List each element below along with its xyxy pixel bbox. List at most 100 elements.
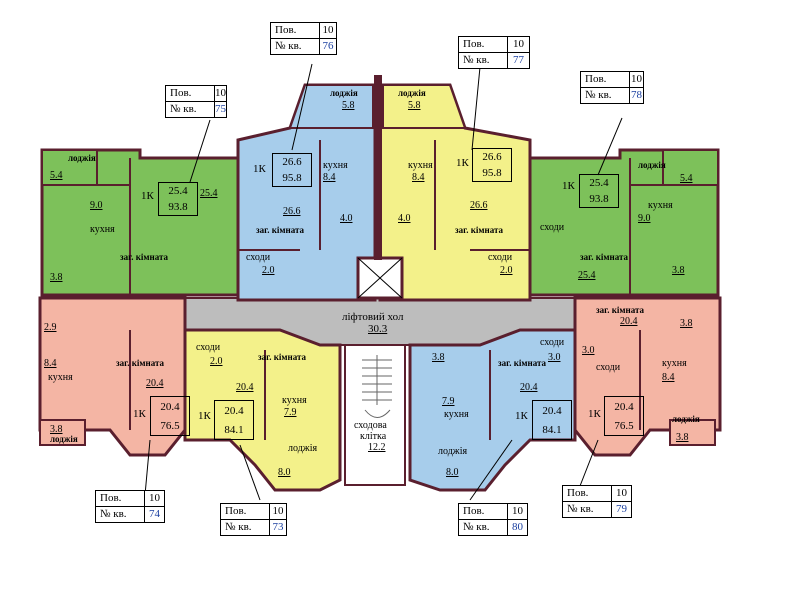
apt-74-living-label: заг. кімната — [116, 358, 164, 368]
total-area: 76.5 — [614, 419, 634, 432]
floor-label: Пов. — [96, 491, 145, 506]
apt-79-kitchen-area: 8.4 — [662, 372, 675, 383]
loggia-75 — [41, 149, 98, 186]
interior-walls — [42, 140, 718, 440]
apt-80-kitchen-label: кухня — [444, 409, 469, 420]
apt-76-stairs-area: 2.0 — [262, 265, 275, 276]
apt-73-living-label: заг. кімната — [258, 352, 306, 362]
apt-77-kitchen-area: 8.4 — [412, 172, 425, 183]
apt-80-bath2-area: 3.0 — [548, 352, 561, 363]
living-area: 26.6 — [282, 156, 302, 168]
apt-73-loggia-label: лоджія — [288, 443, 318, 454]
apt-75-bath-area: 3.8 — [50, 272, 63, 283]
connector-lines — [144, 63, 623, 501]
apt-number: 76 — [322, 40, 334, 52]
apt-74-kitchen-area: 8.4 — [44, 358, 57, 369]
apt-label: № кв. — [581, 88, 630, 103]
info-box-apt-73: Пов.10 № кв.73 — [220, 503, 287, 536]
apt-number: 79 — [616, 503, 627, 515]
apt-78-kitchen-area: 9.0 — [638, 213, 651, 224]
loggia-78 — [662, 149, 719, 186]
apt-73-stairs-label: сходи — [196, 342, 221, 353]
apt-76-rooms: 1К — [253, 163, 266, 175]
apt-78-living-label: заг. кімната — [580, 252, 628, 262]
apt-73-rooms: 1К — [198, 410, 211, 422]
apt-78-bath-area: 3.8 — [672, 265, 685, 276]
total-area: 95.8 — [282, 172, 302, 184]
apt-74-kitchen-label: кухня — [48, 372, 73, 383]
total-area: 95.8 — [482, 167, 502, 179]
stair-label-1: сходова — [354, 420, 387, 431]
floor-label: Пов. — [221, 504, 270, 519]
stair-treads — [362, 355, 392, 418]
apt-75-area-box: 25.4 93.8 — [158, 182, 198, 216]
living-area: 25.4 — [589, 177, 609, 189]
apt-label: № кв. — [271, 39, 320, 54]
apt-80-rooms: 1К — [515, 410, 528, 422]
total-area: 84.1 — [542, 423, 562, 436]
info-box-apt-76: Пов.10 № кв.76 — [270, 22, 337, 55]
apt-78-loggia-label: лоджія — [638, 160, 666, 170]
floor-value: 10 — [322, 24, 334, 36]
apt-number: 74 — [149, 508, 160, 520]
apt-74-loggia-area: 3.8 — [50, 424, 63, 435]
apt-79-kitchen-label: кухня — [662, 358, 687, 369]
apt-77-rooms: 1К — [456, 157, 469, 169]
info-box-apt-77: Пов.10 № кв.77 — [458, 36, 530, 69]
apt-74-living-area: 20.4 — [146, 378, 164, 389]
floor-label: Пов. — [271, 23, 320, 38]
apt-80-kitchen-area: 7.9 — [442, 396, 455, 407]
total-area: 93.8 — [589, 193, 609, 205]
apt-77-stairs-area: 2.0 — [500, 265, 513, 276]
apt-76-area-box: 26.6 95.8 — [272, 153, 312, 187]
apt-75-loggia-label: лоджія — [68, 153, 96, 163]
apt-78-stairs-label: сходи — [540, 222, 565, 233]
loggia-77 — [382, 84, 467, 129]
apt-75-living-label: заг. кімната — [120, 252, 168, 262]
apt-79-loggia-label: лоджія — [672, 414, 700, 424]
floor-value: 10 — [149, 492, 160, 504]
apartment-73-area — [183, 328, 342, 492]
apt-77-stairs-label: сходи — [488, 252, 513, 263]
apt-73-stairs-area: 2.0 — [210, 356, 223, 367]
floor-value: 10 — [616, 487, 627, 499]
floor-value: 10 — [512, 505, 523, 517]
info-box-apt-79: Пов. 10 № кв. 79 — [562, 485, 632, 518]
total-area: 84.1 — [224, 423, 244, 436]
floor-label: Пов. — [459, 504, 508, 519]
apt-75-kitchen-area: 9.0 — [90, 200, 103, 211]
apt-77-area-box: 26.6 95.8 — [472, 148, 512, 182]
apt-76-kitchen-area: 8.4 — [323, 172, 336, 183]
apt-76-living-area: 26.6 — [283, 206, 301, 217]
apt-73-loggia-area: 8.0 — [278, 467, 291, 478]
apt-78-living-area: 25.4 — [578, 270, 596, 281]
stair-area: 12.2 — [368, 442, 386, 453]
apt-label: № кв. — [563, 502, 612, 517]
apt-77-kitchen-label: кухня — [408, 160, 433, 171]
apt-74-rooms: 1К — [133, 408, 146, 420]
apt-73-kitchen-area: 7.9 — [284, 407, 297, 418]
apt-79-rooms: 1К — [588, 408, 601, 420]
apt-76-living-label: заг. кімната — [256, 225, 304, 235]
apt-75-loggia-area: 5.4 — [50, 170, 63, 181]
total-area: 76.5 — [160, 419, 180, 432]
apt-label: № кв. — [166, 102, 215, 117]
apt-80-stairs-label: сходи — [540, 337, 565, 348]
apt-74-area-box: 20.4 76.5 — [150, 396, 190, 436]
floor-value: 10 — [631, 73, 642, 85]
apt-75-kitchen-label: кухня — [90, 224, 115, 235]
floor-label: Пов. — [563, 486, 612, 501]
stairwell-area — [344, 344, 406, 486]
apt-80-living-area: 20.4 — [520, 382, 538, 393]
apt-74-loggia-label: лоджія — [50, 434, 78, 444]
floor-value: 10 — [272, 505, 284, 517]
apartment-80-area — [408, 328, 577, 492]
apt-77-living-label: заг. кімната — [455, 225, 503, 235]
floor-label: Пов. — [166, 86, 215, 101]
floor-value: 10 — [215, 87, 226, 99]
apt-number: 80 — [512, 521, 523, 533]
apt-79-stairs-label: сходи — [596, 362, 621, 373]
loggia-74 — [39, 419, 86, 446]
living-area: 20.4 — [614, 400, 634, 413]
floor-label: Пов. — [459, 37, 508, 52]
